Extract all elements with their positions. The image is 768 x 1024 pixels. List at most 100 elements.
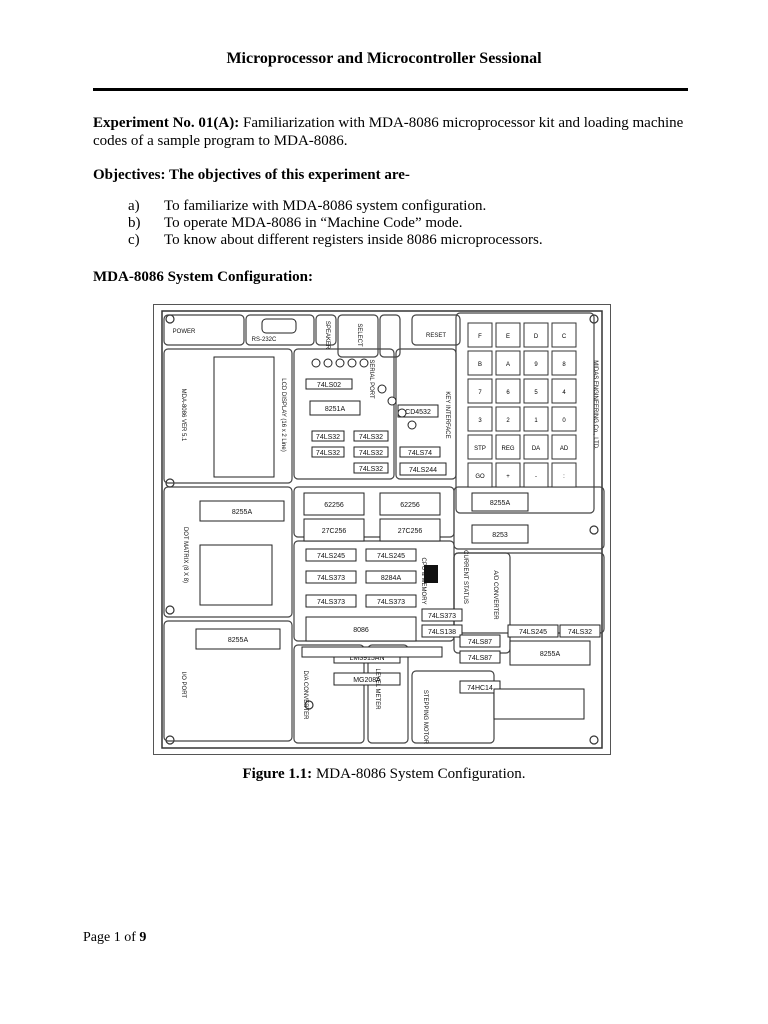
svg-text:8255A: 8255A [232,509,253,516]
chip-c74ls32d: 74LS32 [353,446,389,458]
svg-text:6: 6 [506,390,510,396]
led [347,358,357,368]
board-label-key: KEY INTERFACE [444,391,450,438]
keypad-key: B [467,350,493,376]
svg-text:E: E [506,334,510,340]
board-label-dot_matrix: DOT MATRIX (8 X 8) [182,527,188,583]
svg-text:7: 7 [478,390,482,396]
bus-connector [301,646,443,658]
board-label-reset: RESET [426,333,446,339]
svg-text:4: 4 [562,390,566,396]
expansion-header [493,688,585,720]
led [397,408,407,418]
chip-c8284a: 8284A [365,570,417,584]
page-number: 1 [113,930,121,945]
svg-text:74LS02: 74LS02 [317,382,341,389]
mounting-hole [165,605,175,615]
page-total: 9 [139,930,147,945]
svg-text:74LS373: 74LS373 [317,599,345,606]
svg-text:74LS87: 74LS87 [468,639,492,646]
svg-text:74LS138: 74LS138 [428,629,456,636]
svg-text:74LS32: 74LS32 [568,629,592,636]
keypad-key: AD [551,434,577,460]
footer-prefix: Page [83,930,114,945]
svg-text:74LS32: 74LS32 [359,434,383,441]
chip-c8251a: 8251A [309,400,361,416]
keypad-key: 6 [495,378,521,404]
chip-c74ls32b: 74LS32 [311,446,345,458]
svg-text:+: + [506,474,510,480]
chip-c8253: 8253 [471,524,529,544]
board-diagram: 8251A 74LS02 74LS32 74LS32 74LS32 74LS32 74LS3… [153,304,611,755]
chip-c74ls373d: 74LS373 [421,608,463,622]
keypad-key: : [551,462,577,488]
board-label-lcd: LCD DISPLAY (16 x 2 Line) [280,378,286,451]
led [407,420,417,430]
list-item: b)To operate MDA-8086 in “Machine Code” … [128,215,543,232]
board-sections [163,312,605,744]
svg-text:A: A [506,362,510,368]
keypad-key: 4 [551,378,577,404]
led [335,358,345,368]
svg-text:DA: DA [532,446,540,452]
svg-text:D: D [534,334,539,340]
board-svg: 8251A 74LS02 74LS32 74LS32 74LS32 74LS32 74LS3… [161,310,605,749]
list-marker: b) [128,215,141,231]
svg-text:-: - [535,474,537,480]
chip-c74ls245c: 74LS245 [507,624,559,638]
chip-c74ls32a: 74LS32 [311,430,345,442]
svg-text:74LS373: 74LS373 [377,599,405,606]
svg-text:8255A: 8255A [490,500,511,507]
svg-text::: : [563,474,565,480]
board-section [163,620,293,742]
chip-c74ls245b: 74LS245 [365,548,417,562]
chip-c8255a_b: 8255A [471,492,529,512]
chip-c74ls87a: 74LS87 [459,634,501,648]
chip-c74ls138: 74LS138 [421,624,463,638]
chip-c74ls244: 74LS244 [399,462,447,476]
system-config-heading: MDA-8086 System Configuration: [93,269,313,285]
experiment-text: Familiarization with MDA-8086 microproce… [93,115,684,149]
chip-mg: MG208A [333,672,401,686]
chip-c62256b: 62256 [379,492,441,516]
board-section [367,644,409,744]
board-section [315,314,337,346]
board-label-cpu: CPU & MEMORY [420,558,426,605]
svg-text:8255A: 8255A [228,637,249,644]
board-section [163,348,293,484]
led [323,358,333,368]
svg-text:REG: REG [501,446,514,452]
keypad-key: C [551,322,577,348]
board-label-serial: SERIAL PORT [368,359,374,399]
svg-text:8086: 8086 [353,627,369,634]
keypad-key: 8 [551,350,577,376]
chip-c8255a_d: 8255A [195,628,281,650]
board-label-ad_conv: A/D CONVERTER [492,570,498,620]
keypad-key: 1 [523,406,549,432]
led [311,358,321,368]
board-section [163,314,245,346]
svg-text:C: C [562,334,567,340]
keypad-key: 3 [467,406,493,432]
svg-text:B: B [478,362,482,368]
svg-text:74LS32: 74LS32 [316,434,340,441]
board-label-company: MIDAS ENGINEERING Co., LTD. [592,360,598,450]
svg-text:74LS245: 74LS245 [377,553,405,560]
svg-text:8284A: 8284A [381,575,402,582]
svg-text:1: 1 [534,418,538,424]
list-marker: a) [128,198,140,214]
board-section [453,552,605,634]
svg-text:F: F [478,334,482,340]
svg-text:74LS245: 74LS245 [317,553,345,560]
svg-text:74LS32: 74LS32 [316,450,340,457]
svg-text:LM3915AN: LM3915AN [349,655,384,662]
keypad-key: 7 [467,378,493,404]
caption-label: Figure 1.1: [242,766,313,782]
svg-text:62256: 62256 [400,502,420,509]
keypad-key: - [523,462,549,488]
chip-c74ls245a: 74LS245 [305,548,357,562]
page-title: Microprocessor and Microcontroller Sessi… [226,50,542,67]
chip-c74ls373c: 74LS373 [365,594,417,608]
